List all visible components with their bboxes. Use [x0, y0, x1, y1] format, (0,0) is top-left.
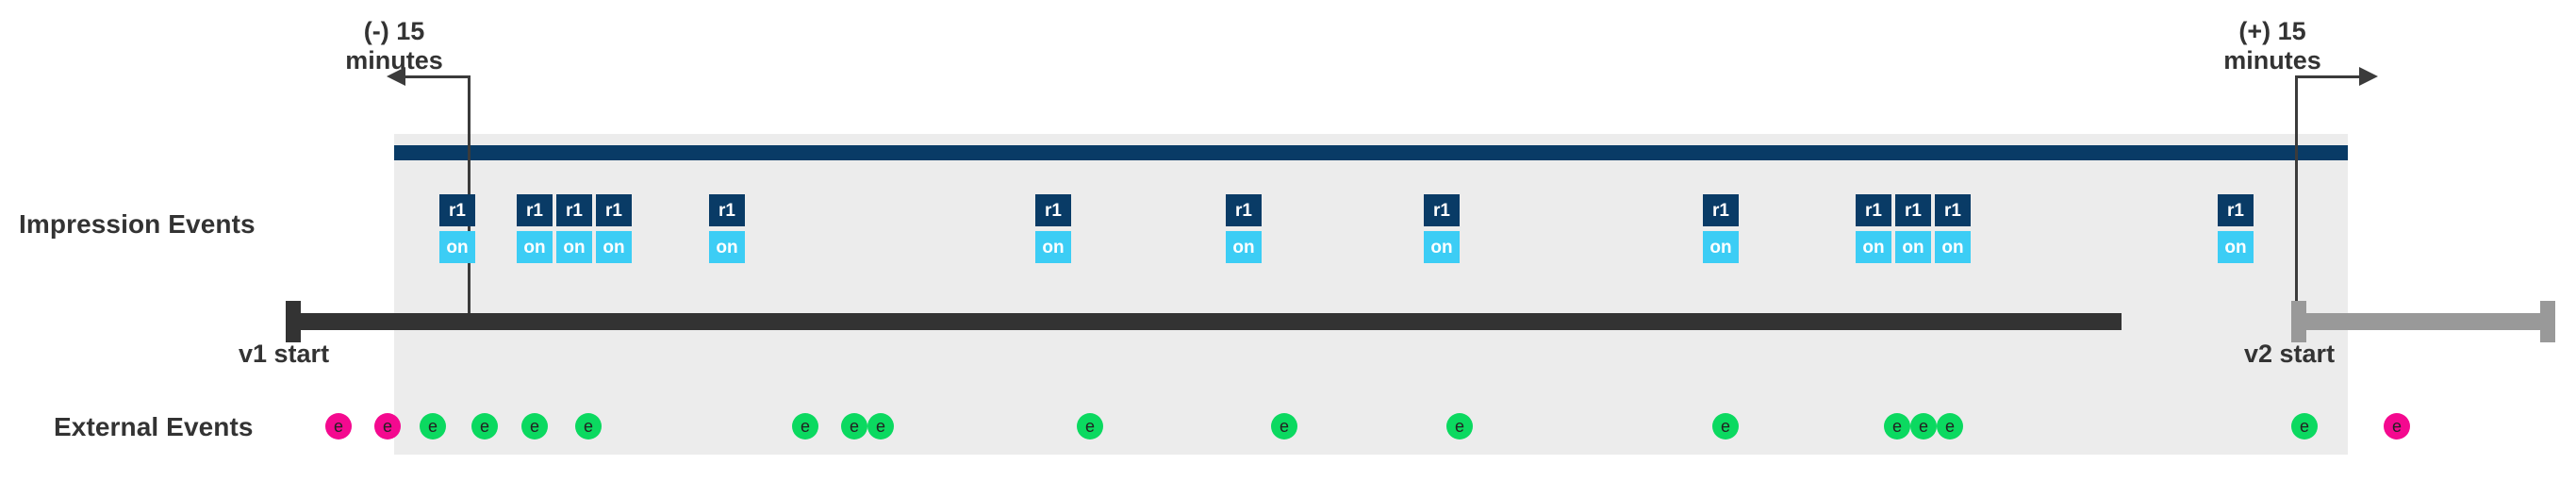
external-event-dot[interactable]: e	[420, 413, 446, 440]
impression-badge-group[interactable]: r1 on	[2218, 194, 2254, 263]
impression-badge-stack[interactable]: r1 on	[1424, 194, 1460, 263]
arrow-shaft-right	[2295, 75, 2363, 78]
impression-badge-stack[interactable]: r1 on	[1856, 194, 1891, 263]
impression-badge-stack[interactable]: r1 on	[2218, 194, 2254, 263]
on-badge[interactable]: on	[1856, 231, 1891, 263]
external-event-dot[interactable]: e	[1446, 413, 1473, 440]
external-event-dot[interactable]: e	[521, 413, 548, 440]
external-event-dot[interactable]: e	[1884, 413, 1910, 440]
external-event-dot[interactable]: e	[1271, 413, 1297, 440]
impression-badge-group[interactable]: r1 on	[439, 194, 475, 263]
on-badge[interactable]: on	[1226, 231, 1262, 263]
request-badge[interactable]: r1	[556, 194, 592, 226]
callout-minus-line1: (-) 15	[363, 17, 425, 45]
on-badge[interactable]: on	[1424, 231, 1460, 263]
request-badge[interactable]: r1	[1703, 194, 1739, 226]
impression-badge-stack[interactable]: r1 on	[439, 194, 475, 263]
impression-badge-stack[interactable]: r1 on	[517, 194, 553, 263]
external-event-dot[interactable]: e	[1712, 413, 1739, 440]
arrow-shaft-left	[402, 75, 470, 78]
on-badge[interactable]: on	[439, 231, 475, 263]
external-event-dot[interactable]: e	[841, 413, 867, 440]
row-label-external-events: External Events	[54, 412, 254, 441]
impression-badge-stack[interactable]: r1 on	[709, 194, 745, 263]
guide-line-window-end	[2295, 75, 2298, 325]
v2-timeline-bar	[2291, 313, 2555, 330]
v1-start-cap	[286, 301, 301, 342]
impression-badge-group[interactable]: r1 on	[1424, 194, 1460, 263]
impression-badge-group[interactable]: r1 on	[1035, 194, 1071, 263]
request-badge[interactable]: r1	[596, 194, 632, 226]
callout-minus-15-minutes: (-) 15 minutes	[319, 17, 470, 75]
row-label-impression-events: Impression Events	[19, 209, 256, 239]
external-event-dot[interactable]: e	[1937, 413, 1963, 440]
v2-end-cap	[2540, 301, 2555, 342]
v2-start-cap	[2291, 301, 2306, 342]
impression-badge-group[interactable]: r1 on	[709, 194, 745, 263]
impression-badge-stack[interactable]: r1 on	[1703, 194, 1739, 263]
request-badge[interactable]: r1	[1226, 194, 1262, 226]
on-badge[interactable]: on	[556, 231, 592, 263]
on-badge[interactable]: on	[1895, 231, 1931, 263]
on-badge[interactable]: on	[1035, 231, 1071, 263]
impression-badge-group[interactable]: r1 on	[1703, 194, 1739, 263]
impression-badge-stack[interactable]: r1 on	[1895, 194, 1931, 263]
callout-plus-line1: (+) 15	[2238, 17, 2306, 45]
on-badge[interactable]: on	[517, 231, 553, 263]
external-event-dot[interactable]: e	[325, 413, 352, 440]
request-badge[interactable]: r1	[1035, 194, 1071, 226]
on-badge[interactable]: on	[1703, 231, 1739, 263]
on-badge[interactable]: on	[2218, 231, 2254, 263]
external-event-dot[interactable]: e	[1077, 413, 1103, 440]
external-event-dot[interactable]: e	[792, 413, 818, 440]
external-event-dot[interactable]: e	[867, 413, 894, 440]
request-badge[interactable]: r1	[1424, 194, 1460, 226]
impression-window-bar	[394, 145, 2348, 160]
arrow-left-icon	[387, 67, 405, 86]
v1-timeline-bar	[286, 313, 2122, 330]
callout-plus-line2: minutes	[2223, 46, 2321, 75]
impression-badge-group[interactable]: r1 on	[1226, 194, 1262, 263]
request-badge[interactable]: r1	[439, 194, 475, 226]
callout-plus-15-minutes: (+) 15 minutes	[2197, 17, 2348, 75]
request-badge[interactable]: r1	[2218, 194, 2254, 226]
impression-badge-stack[interactable]: r1 on	[1935, 194, 1971, 263]
request-badge[interactable]: r1	[517, 194, 553, 226]
v1-start-label: v1 start	[239, 340, 330, 368]
impression-badge-stack[interactable]: r1 on	[1226, 194, 1262, 263]
impression-badge-stack[interactable]: r1 on	[556, 194, 592, 263]
external-event-dot[interactable]: e	[575, 413, 602, 440]
request-badge[interactable]: r1	[1935, 194, 1971, 226]
on-badge[interactable]: on	[709, 231, 745, 263]
external-event-dot[interactable]: e	[2291, 413, 2318, 440]
arrow-right-icon	[2359, 67, 2378, 86]
request-badge[interactable]: r1	[709, 194, 745, 226]
external-event-dot[interactable]: e	[1910, 413, 1937, 440]
on-badge[interactable]: on	[596, 231, 632, 263]
request-badge[interactable]: r1	[1895, 194, 1931, 226]
external-event-dot[interactable]: e	[374, 413, 401, 440]
request-badge[interactable]: r1	[1856, 194, 1891, 226]
on-badge[interactable]: on	[1935, 231, 1971, 263]
impression-badge-stack[interactable]: r1 on	[1035, 194, 1071, 263]
external-event-dot[interactable]: e	[471, 413, 498, 440]
v2-start-label: v2 start	[2244, 340, 2336, 368]
external-event-dot[interactable]: e	[2384, 413, 2410, 440]
impression-badge-stack[interactable]: r1 on	[596, 194, 632, 263]
attribution-window-band	[394, 134, 2348, 455]
